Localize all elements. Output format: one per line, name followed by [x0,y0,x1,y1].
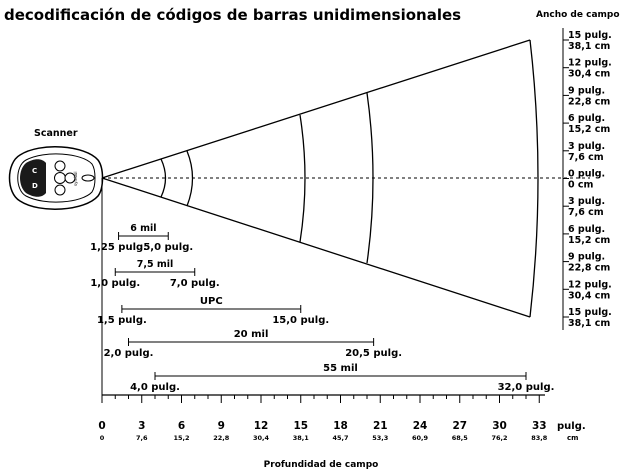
field-width-header: Ancho de campo [536,10,620,20]
range-bar-4: 55 mil 4,0 pulg. 32,0 pulg. [130,363,554,393]
axis-tick-label-in: 33 [532,420,547,432]
range-end-label: 5,0 pulg. [143,242,193,253]
axis-tick-label-in: 27 [452,420,467,432]
range-end-label: 20,5 pulg. [345,348,402,359]
axis-tick-label-cm: 68,5 [452,434,469,442]
field-width-label-2: 9 pulg.22,8 cm [563,85,610,107]
range-name: 55 mil [323,363,358,374]
axis-title: Profundidad de campo [264,460,379,470]
range-name: UPC [200,296,223,307]
axis-tick-label-cm: 7,6 [136,434,148,442]
range-bar-2: UPC 1,5 pulg. 15,0 pulg. [97,296,329,326]
width-label-cm: 22,8 cm [568,96,610,107]
axis-tick-label-cm: 83,8 [531,434,548,442]
axis-tick-label-cm: 0 [100,434,105,442]
axis-tick-label-in: 18 [333,420,348,432]
axis-tick-label-in: 6 [178,420,185,432]
field-width-label-3: 6 pulg.15,2 cm [563,113,610,135]
axis-tick-label-in: 15 [293,420,308,432]
axis-tick-label-in: 12 [254,420,269,432]
scanner-d-glyph: D [32,182,38,190]
axis-tick-label-in: 9 [218,420,225,432]
width-label-in: 6 pulg. [568,224,605,235]
field-width-label-4: 3 pulg.7,6 cm [563,141,605,163]
axis-unit-cm: cm [567,434,578,442]
scanner-brand-text: symbol [73,172,78,186]
scanner-label: Scanner [34,128,78,139]
range-bar-3: 20 mil 2,0 pulg. 20,5 pulg. [104,329,402,359]
axis-tick-label-cm: 53,3 [372,434,388,442]
decode-ranges: 6 mil 1,25 pulg.5,0 pulg. 7,5 mil 1,0 pulg.… [90,223,554,393]
width-label-cm: 7,6 cm [568,152,604,163]
range-bar-1: 7,5 mil 1,0 pulg. 7,0 pulg. [90,259,219,289]
scanner-icon: C D symbol [8,146,104,210]
axis-tick-label-in: 0 [98,420,105,432]
field-width-label-8: 9 pulg.22,8 cm [563,252,610,274]
width-label-in: 0 pulg. [568,169,605,180]
width-label-cm: 22,8 cm [568,263,610,274]
range-start-label: 1,0 pulg. [90,278,140,289]
range-end-label: 15,0 pulg. [272,315,329,326]
range-name: 6 mil [130,223,156,234]
field-width-label-10: 15 pulg.38,1 cm [563,307,612,329]
axis-tick-label-cm: 38,1 [293,434,310,442]
width-label-cm: 30,4 cm [568,69,610,80]
width-label-in: 6 pulg. [568,113,605,124]
width-label-cm: 7,6 cm [568,207,604,218]
width-label-cm: 15,2 cm [568,124,610,135]
axis-tick-label-cm: 15,2 [173,434,189,442]
range-bar-0: 6 mil 1,25 pulg.5,0 pulg. [90,223,193,253]
width-label-in: 15 pulg. [568,307,612,318]
field-width-label-1: 12 pulg.30,4 cm [563,58,612,80]
axis-tick-label-cm: 60,9 [412,434,429,442]
width-label-cm: 15,2 cm [568,235,610,246]
axis-tick-label-in: 30 [492,420,507,432]
axis-tick-label-cm: 76,2 [491,434,507,442]
width-label-in: 15 pulg. [568,30,612,41]
range-start-label: 1,25 pulg. [90,242,147,253]
axis-unit-in: pulg. [557,421,586,432]
range-start-label: 1,5 pulg. [97,315,147,326]
range-end-label: 7,0 pulg. [170,278,220,289]
depth-axis: pulg. cm Profundidad de campo 0 3 6 9 12 15 18… [98,394,586,470]
width-label-in: 9 pulg. [568,85,605,96]
width-label-cm: 38,1 cm [568,318,610,329]
field-width-label-0: 15 pulg.38,1 cm [563,30,612,52]
range-name: 7,5 mil [137,259,174,270]
width-label-in: 3 pulg. [568,141,605,152]
range-name: 20 mil [234,329,269,340]
range-start-label: 4,0 pulg. [130,382,180,393]
width-label-cm: 38,1 cm [568,41,610,52]
width-label-in: 9 pulg. [568,252,605,263]
range-start-label: 2,0 pulg. [104,348,154,359]
field-width-label-6: 3 pulg.7,6 cm [563,196,605,218]
width-label-in: 12 pulg. [568,279,612,290]
field-width-label-7: 6 pulg.15,2 cm [563,224,610,246]
axis-tick-label-in: 21 [373,420,388,432]
axis-tick-label-in: 24 [413,420,428,432]
field-width-label-9: 12 pulg.30,4 cm [563,279,612,301]
width-label-in: 3 pulg. [568,196,605,207]
scan-field-cone [101,39,590,318]
diagram-title: decodificación de códigos de barras unid… [4,6,461,24]
width-label-cm: 30,4 cm [568,290,610,301]
scanner-c-glyph: C [32,167,37,175]
axis-tick-label-in: 3 [138,420,145,432]
width-label-in: 12 pulg. [568,58,612,69]
width-label-cm: 0 cm [568,180,594,191]
axis-tick-label-cm: 45,7 [332,434,348,442]
axis-tick-label-cm: 22,8 [213,434,230,442]
field-width-label-5: 0 pulg.0 cm [563,169,605,191]
range-end-label: 32,0 pulg. [498,382,555,393]
axis-tick-label-cm: 30,4 [253,434,270,442]
